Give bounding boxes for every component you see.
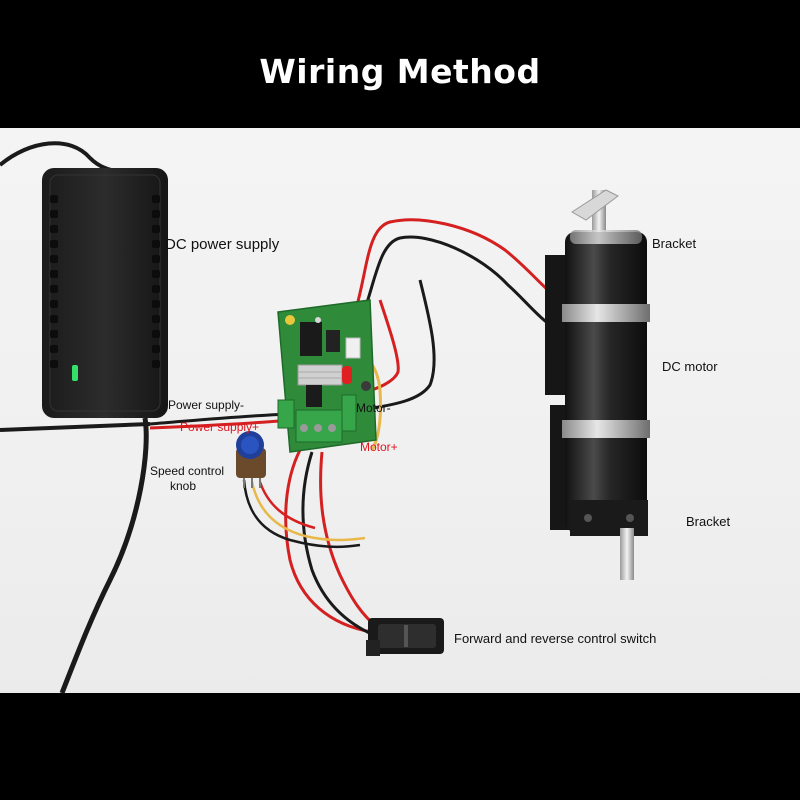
switch-wire-black (301, 451, 377, 638)
adapter-vent-slot (152, 315, 160, 323)
label-bracket-bottom: Bracket (686, 514, 731, 529)
adapter-vent-slot (50, 195, 58, 203)
power-led-icon (72, 365, 78, 381)
controller-board (277, 299, 377, 453)
adapter-vent-slot (152, 300, 160, 308)
adapter-vent-slot (152, 330, 160, 338)
adapter-left-cable (0, 422, 151, 432)
power-wire-red (149, 418, 293, 430)
label-forward-reverse-switch: Forward and reverse control switch (454, 631, 657, 646)
adapter-down-cable (59, 417, 149, 694)
adapter-vent-slot (50, 300, 58, 308)
dc-motor-assembly (545, 189, 650, 580)
switch-wire-red-2 (319, 451, 379, 630)
label-speed-control-line2: knob (170, 479, 197, 493)
forward-reverse-switch (366, 618, 444, 656)
label-motor-plus: Motor+ (360, 440, 398, 454)
knob-wire-red (258, 481, 316, 530)
motor-wire-black-loop (343, 235, 559, 351)
label-speed-control-line1: Speed control (150, 464, 225, 478)
adapter-vent-slot (50, 360, 58, 368)
adapter-vent-slot (50, 225, 58, 233)
adapter-vent-slot (152, 240, 160, 248)
dc-power-supply-adapter (42, 168, 168, 418)
label-dc-motor: DC motor (662, 359, 718, 374)
knob-wire-yellow (250, 481, 366, 542)
adapter-vent-slot (152, 210, 160, 218)
label-power-supply-plus: Power supply+ (180, 420, 260, 434)
title-banner (0, 0, 800, 128)
motor-wire-down-black (359, 279, 436, 412)
page-title: Wiring Method (259, 52, 541, 91)
power-wire-black (149, 412, 291, 426)
adapter-vent-slot (152, 270, 160, 278)
label-dc-power-supply: DC power supply (165, 236, 280, 253)
motor-wire-red-loop (338, 218, 561, 346)
adapter-vent-slot (152, 285, 160, 293)
adapter-vent-slot (152, 225, 160, 233)
label-bracket-top: Bracket (652, 236, 697, 251)
bottom-banner (0, 693, 800, 800)
adapter-vent-slot (50, 270, 58, 278)
adapter-vent-slot (50, 255, 58, 263)
switch-wire-red-1 (284, 449, 373, 634)
adapter-vent-slot (50, 345, 58, 353)
adapter-vent-slot (50, 285, 58, 293)
bracket-top-plate (571, 189, 619, 221)
adapter-vent-slot (152, 255, 160, 263)
adapter-vent-slot (152, 195, 160, 203)
adapter-vent-slot (152, 345, 160, 353)
adapter-vent-slot (152, 360, 160, 368)
adapter-vent-slot (50, 315, 58, 323)
speed-control-knob (236, 431, 266, 488)
ac-cable (0, 141, 121, 174)
knob-wire-black (242, 479, 361, 549)
label-motor-minus: Motor- (356, 401, 391, 415)
adapter-vent-slot (50, 210, 58, 218)
label-power-supply-minus: Power supply- (168, 398, 245, 412)
adapter-vent-slot (50, 240, 58, 248)
adapter-vent-slot (50, 330, 58, 338)
